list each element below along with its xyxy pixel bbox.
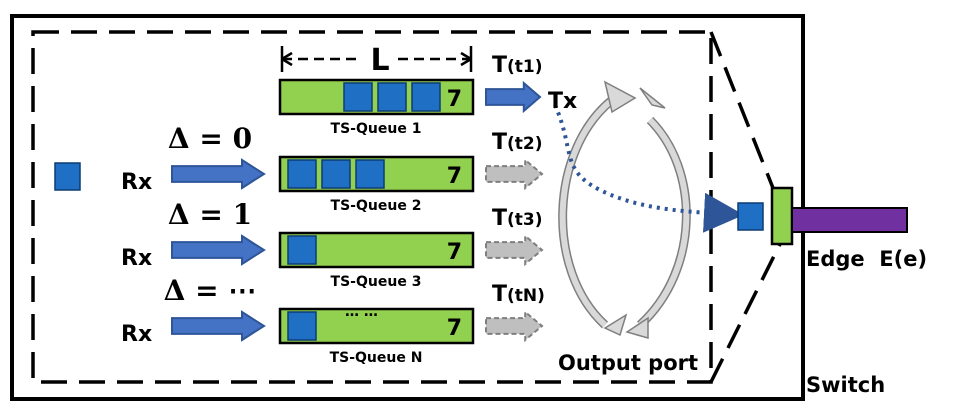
transmission-path — [553, 104, 744, 233]
queue-capacity: 7 — [447, 240, 462, 265]
queue-row: 7TS-Queue N T(tN) Rx Δ = ⋯ — [121, 274, 545, 366]
queue-label: TS-Queue 2 — [331, 198, 422, 214]
rx-arrow — [171, 234, 266, 266]
length-arrowhead-left — [281, 51, 293, 67]
outgoing-packet — [737, 202, 764, 231]
queue-ellipsis: … … — [345, 304, 378, 320]
queue-packet — [343, 82, 373, 112]
zoom-line-top — [709, 31, 775, 189]
length-arrowhead-right — [460, 51, 472, 67]
timer-arrow — [485, 309, 544, 343]
queue-packet — [355, 159, 385, 189]
rx-arrow — [171, 310, 266, 342]
timer-label: T(tN) — [492, 282, 545, 307]
queue-packet — [287, 159, 317, 189]
timer-main: T — [492, 282, 507, 307]
switch-port — [770, 186, 794, 246]
queue-packet — [377, 82, 407, 112]
rx-label: Rx — [121, 322, 152, 347]
queue-packet — [287, 235, 317, 265]
queue-packet — [287, 311, 317, 341]
tx-label: Tx — [548, 89, 577, 114]
queue-packet — [411, 82, 441, 112]
timer-sub: (tN) — [507, 286, 545, 306]
incoming-packet — [54, 162, 81, 191]
queue-row: 7TS-Queue 2 T(t2) Rx Δ = 0 — [121, 122, 543, 214]
output-port-cycle-icon — [558, 80, 691, 339]
queue-label: TS-Queue 3 — [331, 274, 422, 290]
output-port-label: Output port — [558, 351, 698, 375]
delta-label: Δ = ⋯ — [164, 274, 257, 307]
timer-arrow — [485, 233, 544, 267]
delta-label: Δ = 1 — [168, 198, 252, 231]
queue-row: 7TS-Queue 3 T(t3) Rx Δ = 1 — [121, 198, 543, 290]
queue-capacity: 7 — [447, 164, 462, 189]
queue-label: TS-Queue N — [330, 350, 423, 366]
timer-label: T(t3) — [492, 206, 543, 231]
timer-sub: (t1) — [507, 57, 543, 77]
rx-label: Rx — [121, 170, 152, 195]
length-label: L — [370, 43, 389, 78]
timer-main: T — [492, 206, 507, 231]
queue-capacity: 7 — [447, 316, 462, 341]
queue-label: TS-Queue 1 — [331, 121, 422, 137]
timer-label: T(t2) — [492, 130, 543, 155]
delta-label: Δ = 0 — [168, 122, 252, 155]
timer-arrow — [485, 157, 544, 191]
timer-label: T(t1) — [492, 53, 543, 78]
timer-sub: (t3) — [507, 210, 543, 230]
queue-packet — [321, 159, 351, 189]
queue-list: 7TS-Queue 1T(t1)7TS-Queue 2T(t2)RxΔ = 07… — [121, 53, 545, 366]
timer-main: T — [492, 130, 507, 155]
switch-label: Switch — [806, 373, 885, 397]
queue-row: 7TS-Queue 1 T(t1) — [278, 53, 543, 137]
queue-box — [278, 78, 475, 116]
rx-arrow — [171, 158, 266, 190]
queue-capacity: 7 — [447, 87, 462, 112]
rx-label: Rx — [121, 246, 152, 271]
edge-label: Edge E(e) — [806, 247, 927, 271]
edge-link — [791, 207, 908, 233]
tx-arrow — [485, 80, 542, 114]
timer-main: T — [492, 53, 507, 78]
zoom-line-bottom — [709, 243, 782, 383]
timer-sub: (t2) — [507, 134, 543, 154]
